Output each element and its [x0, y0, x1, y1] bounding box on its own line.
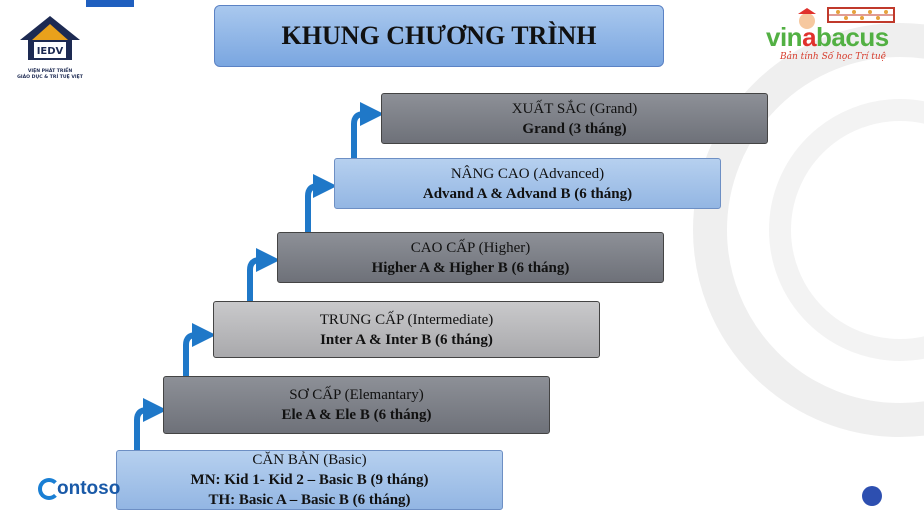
- slide-indicator-dot[interactable]: [862, 486, 882, 506]
- mascot-icon: [798, 8, 816, 29]
- contoso-ring-icon: [38, 478, 60, 500]
- arrow-3: [247, 248, 280, 303]
- step-advanced-line1: Advand A & Advand B (6 tháng): [422, 185, 633, 202]
- vinabacus-logo: vinabacus Bản tính Số học Trí tuệ: [766, 7, 900, 62]
- step-intermediate-name: TRUNG CẤP (Intermediate): [319, 311, 494, 328]
- step-intermediate-line1: Inter A & Inter B (6 tháng): [320, 331, 493, 348]
- iedv-caption-2: GIÁO DỤC & TRÍ TUỆ VIỆT: [17, 75, 83, 80]
- iedv-badge-text: IEDV: [37, 46, 64, 57]
- step-advanced: NÂNG CAO (Advanced) Advand A & Advand B …: [334, 158, 721, 209]
- step-basic-name: CĂN BẢN (Basic): [252, 452, 367, 468]
- arrow-4: [305, 174, 337, 234]
- house-emblem-icon: IEDV: [20, 16, 80, 60]
- abacus-icon: [827, 7, 895, 23]
- step-higher: CAO CẤP (Higher) Higher A & Higher B (6 …: [277, 232, 664, 283]
- page-title: KHUNG CHƯƠNG TRÌNH: [214, 5, 664, 67]
- arrow-1: [134, 398, 167, 452]
- step-higher-name: CAO CẤP (Higher): [410, 239, 531, 256]
- contoso-text: ontoso: [57, 478, 121, 500]
- step-elementary-name: SƠ CẤP (Elemantary): [289, 387, 424, 403]
- top-accent-bar: [86, 0, 134, 7]
- vinabacus-slogan: Bản tính Số học Trí tuệ: [779, 52, 887, 62]
- step-elementary-line1: Ele A & Ele B (6 tháng): [281, 407, 432, 423]
- step-grand-name: XUẤT SẮC (Grand): [511, 100, 638, 117]
- step-grand-line1: Grand (3 tháng): [522, 120, 627, 137]
- step-advanced-name: NÂNG CAO (Advanced): [450, 165, 605, 182]
- vinabacus-wordmark: vinabacus: [766, 22, 889, 52]
- iedv-caption-1: VIỆN PHÁT TRIỂN: [27, 69, 73, 74]
- step-basic: CĂN BẢN (Basic) MN: Kid 1- Kid 2 – Basic…: [116, 450, 503, 510]
- arrow-5: [351, 102, 384, 160]
- step-basic-line1: MN: Kid 1- Kid 2 – Basic B (9 tháng): [190, 472, 429, 488]
- iedv-logo: IEDV VIỆN PHÁT TRIỂN GIÁO DỤC & TRÍ TUỆ …: [14, 14, 86, 81]
- step-elementary: SƠ CẤP (Elemantary) Ele A & Ele B (6 thá…: [163, 376, 550, 434]
- arrow-2: [183, 323, 216, 378]
- step-higher-line1: Higher A & Higher B (6 tháng): [371, 259, 570, 276]
- step-grand: XUẤT SẮC (Grand) Grand (3 tháng): [381, 93, 768, 144]
- step-intermediate: TRUNG CẤP (Intermediate) Inter A & Inter…: [213, 301, 600, 358]
- step-basic-line2: TH: Basic A – Basic B (6 tháng): [208, 492, 411, 508]
- contoso-logo: ontoso: [38, 478, 120, 500]
